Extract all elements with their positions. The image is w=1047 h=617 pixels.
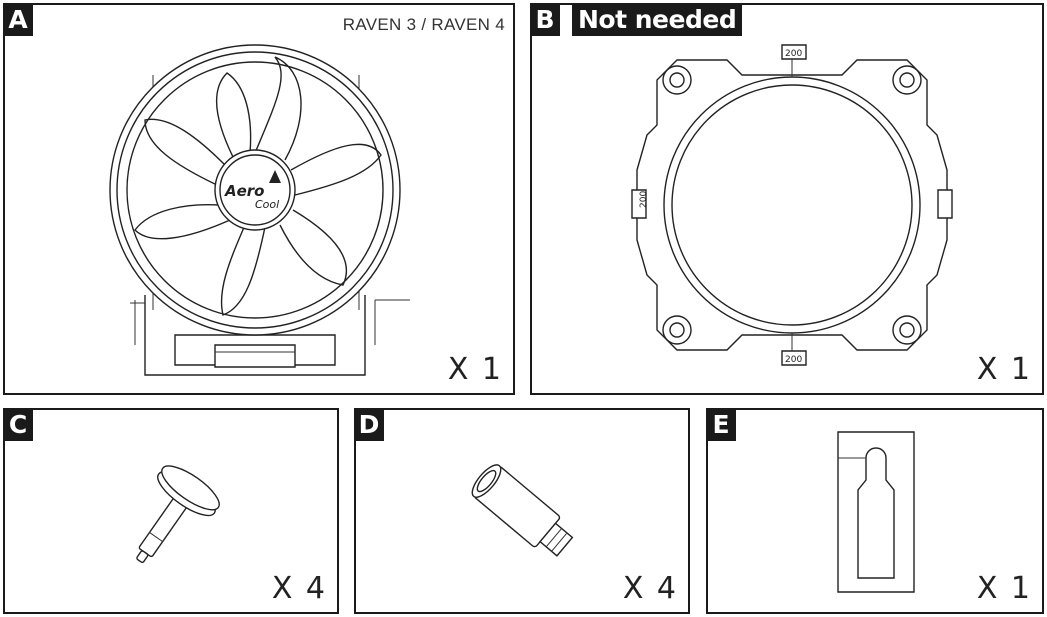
panel-letter-d: D (354, 408, 384, 441)
quantity-c: X 4 (271, 571, 327, 606)
logo-text-cool: Cool (255, 198, 279, 211)
ring-mark-bottom: 200 (785, 355, 802, 365)
quantity-e: X 1 (976, 571, 1032, 606)
ring-mark-left: 200 (639, 191, 649, 208)
quantity-a: X 1 (447, 352, 503, 387)
logo-text-aero: Aero (224, 182, 265, 200)
panel-letter-b: B (530, 3, 560, 36)
part-panel-b: B Not needed 200 200 200 X 1 (530, 3, 1044, 395)
model-label: RAVEN 3 / RAVEN 4 (342, 15, 505, 34)
part-panel-e: E X 1 (706, 408, 1044, 614)
cpu-cooler-fan-icon: Aero Cool (105, 45, 405, 390)
standoff-screw-icon (446, 445, 596, 575)
mounting-ring-bracket-icon: 200 200 200 (632, 40, 952, 370)
quantity-b: X 1 (976, 352, 1032, 387)
panel-letter-c: C (3, 408, 33, 441)
part-panel-c: C X 4 (3, 408, 339, 614)
not-needed-tag: Not needed (572, 3, 743, 36)
part-panel-a: A RAVEN 3 / RAVEN 4 Aero Coo (3, 3, 515, 395)
panel-letter-a: A (3, 3, 33, 36)
push-pin-icon (105, 445, 245, 575)
quantity-d: X 4 (622, 571, 678, 606)
ring-mark-top: 200 (785, 49, 802, 59)
thermal-paste-pad-icon (836, 430, 926, 600)
part-panel-d: D X 4 (354, 408, 690, 614)
panel-letter-e: E (706, 408, 736, 441)
